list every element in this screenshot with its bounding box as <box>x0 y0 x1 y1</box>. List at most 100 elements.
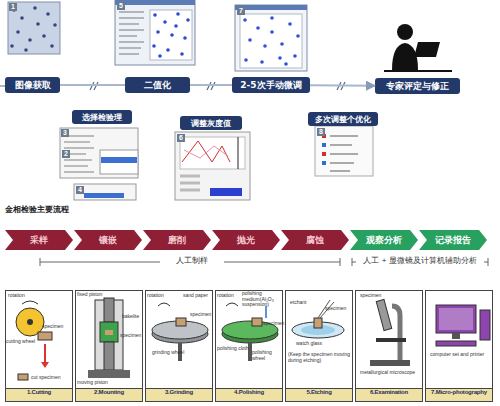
process-label: 采样 <box>30 234 48 247</box>
monitor-screen <box>439 308 473 330</box>
step-banner: 二值化 <box>125 77 190 93</box>
specimen-block <box>38 332 52 340</box>
step-label: 多次调整个优化 <box>315 114 371 125</box>
procedure-panel: 7.Micro-photography <box>425 290 493 402</box>
part-label: fixed piston <box>77 292 117 298</box>
section-label: 人工制样 <box>160 257 224 266</box>
step-label: 调整灰度值 <box>191 118 231 129</box>
expert-body <box>392 43 418 70</box>
step-label: 图像获取 <box>15 79 51 92</box>
binary-image <box>150 10 192 60</box>
press-base <box>88 370 130 378</box>
timeline-connector <box>190 84 232 86</box>
piston <box>104 298 114 322</box>
callout-number: 1 <box>9 3 17 11</box>
threshold-line <box>238 137 239 169</box>
callout-number: 2 <box>62 150 70 158</box>
chevron-fill <box>74 230 142 250</box>
panel-caption: 6.Examination <box>356 388 422 401</box>
chevron-fill <box>212 230 280 250</box>
binary-dots <box>152 12 190 58</box>
binary-dots <box>243 16 300 66</box>
threshold-screenshot <box>175 132 250 200</box>
process-chevron: 镶嵌 <box>74 230 142 250</box>
part-label: bakelite <box>122 314 144 320</box>
laptop-screen <box>414 42 440 57</box>
histogram-plot <box>180 137 245 169</box>
process-label: 抛光 <box>237 234 255 247</box>
tool-icons <box>322 143 326 165</box>
procedure-panel: 2.Mounting <box>75 290 143 402</box>
micrograph-dots <box>10 6 57 52</box>
piston <box>104 342 114 370</box>
panel-caption: 1.Cutting <box>6 388 72 401</box>
callout-number: 7 <box>237 7 245 15</box>
part-label: sand paper <box>183 293 213 299</box>
process-label: 观察分析 <box>366 234 402 247</box>
sub-step-banner: 选择检验理 <box>72 110 132 124</box>
rotation-arrow <box>158 303 170 306</box>
timeline-connector <box>60 84 125 86</box>
part-label: cut specimen <box>31 375 71 381</box>
binary-image <box>240 14 302 68</box>
part-label: cutting wheel <box>6 339 38 345</box>
process-label: 记录报告 <box>435 234 471 247</box>
menu-screenshot <box>74 184 136 200</box>
section-label: 人工 + 显微镜及计算机辅助分析 <box>356 257 484 266</box>
microscope-stage <box>376 338 406 342</box>
part-label: specimen <box>120 333 144 339</box>
color-bar <box>210 188 242 196</box>
bracket <box>40 258 340 266</box>
menu-screenshot <box>60 128 138 178</box>
monitor-stand <box>452 333 460 339</box>
software-window <box>235 5 307 71</box>
part-label: polishing wheel <box>252 350 282 361</box>
rotation-arrow <box>226 303 238 306</box>
software-window <box>115 0 195 65</box>
chevron-fill <box>5 230 73 250</box>
process-label: 镶嵌 <box>99 234 117 247</box>
specimen-block <box>105 330 113 335</box>
down-arrow <box>44 344 46 362</box>
panel-caption: 7.Micro-photography <box>426 388 492 401</box>
part-label: specimen <box>190 312 214 318</box>
microscope-base <box>370 360 410 366</box>
procedure-panel: 6.Examination <box>355 290 423 402</box>
computer-tower <box>480 310 490 340</box>
mold <box>100 322 118 342</box>
part-label: (Keep the specimen moving during etching… <box>288 352 352 363</box>
process-chevron: 采样 <box>5 230 73 250</box>
procedure-panel: 3.Grinding <box>145 290 213 402</box>
wheel-hub <box>27 319 33 325</box>
callout-number: 4 <box>76 186 84 194</box>
callout-number: 5 <box>117 2 125 10</box>
step-banner: 2-5次手动微调 <box>232 77 310 93</box>
process-chevron: 抛光 <box>212 230 280 250</box>
tool-items <box>330 136 358 171</box>
process-chevron: 记录报告 <box>419 230 487 250</box>
process-chevron: 观察分析 <box>350 230 418 250</box>
step-label: 专家评定与修正 <box>386 80 449 93</box>
step-label: 2-5次手动微调 <box>240 79 301 92</box>
dialog-controls <box>180 176 200 190</box>
desk-line <box>384 70 452 72</box>
keyboard <box>436 341 476 346</box>
part-label: specimen <box>263 321 283 327</box>
menu-highlight <box>84 193 124 198</box>
part-label: moving piston <box>77 380 127 386</box>
cut-specimen <box>18 374 28 380</box>
window-titlebar <box>235 5 307 10</box>
microscope-tube <box>376 299 391 330</box>
medium-drop <box>265 306 267 318</box>
step-banner: 图像获取 <box>5 77 60 93</box>
part-label: watch glass <box>296 341 336 347</box>
part-label: metallurgical microscope <box>360 370 422 376</box>
microscope-arm <box>392 306 400 360</box>
part-label: computer set and printer <box>430 352 492 358</box>
sub-step-banner: 调整灰度值 <box>180 116 242 130</box>
menu-highlight <box>101 157 137 163</box>
rotation-arrow <box>22 301 38 304</box>
